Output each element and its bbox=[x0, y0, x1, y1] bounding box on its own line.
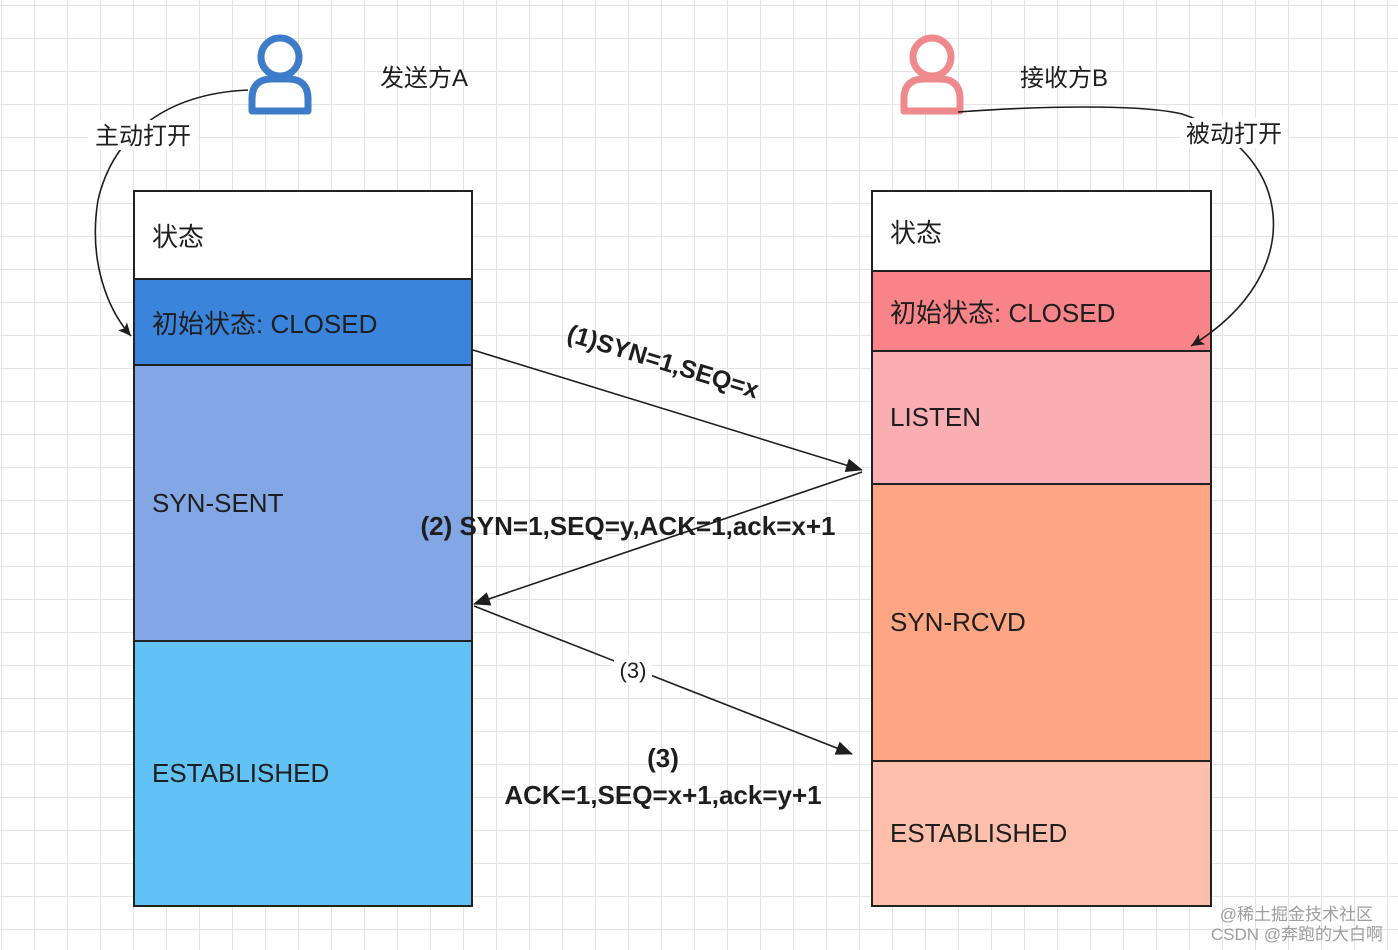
ack-step-detail: ACK=1,SEQ=x+1,ack=y+1 bbox=[504, 780, 821, 810]
syn-arrow-label: (1)SYN=1,SEQ=x bbox=[564, 320, 762, 405]
ack-arrow bbox=[473, 605, 853, 755]
sender-user-icon-body bbox=[248, 75, 312, 115]
receiver-state-established-label: ESTABLISHED bbox=[890, 818, 1068, 848]
watermark-line2: CSDN @奔跑的大白啊 bbox=[1211, 925, 1383, 944]
watermark-line1: @稀土掘金技术社区 bbox=[1220, 905, 1373, 924]
receiver-state-header: 状态 bbox=[873, 192, 1210, 270]
sender-state-header: 状态 bbox=[135, 192, 471, 278]
syn-ack-arrow bbox=[473, 471, 863, 606]
active-open-arrow bbox=[94, 89, 249, 337]
active-open-label: 主动打开 bbox=[95, 123, 191, 150]
receiver-user-icon-head bbox=[909, 34, 955, 80]
receiver-state-syn-rcvd: SYN-RCVD bbox=[873, 483, 1210, 760]
receiver-state-syn-rcvd-label: SYN-RCVD bbox=[890, 607, 1026, 637]
receiver-state-closed-label: 初始状态: CLOSED bbox=[890, 297, 1116, 328]
receiver-state-header-label: 状态 bbox=[890, 217, 943, 248]
syn-arrow bbox=[472, 349, 863, 472]
ack-step-title: (3) bbox=[647, 743, 679, 773]
sender-user-icon-head bbox=[257, 34, 303, 80]
sender-user-icon bbox=[248, 34, 312, 115]
active-open-label-bg bbox=[88, 120, 198, 150]
ack-arrow-tag: (3) bbox=[620, 658, 647, 683]
sender-state-syn-sent: SYN-SENT bbox=[135, 364, 471, 640]
sender-state-closed-label: 初始状态: CLOSED bbox=[152, 308, 378, 339]
sender-state-header-label: 状态 bbox=[152, 221, 205, 252]
sender-label: 发送方A bbox=[380, 65, 468, 92]
receiver-state-listen-label: LISTEN bbox=[890, 402, 982, 432]
receiver-label: 接收方B bbox=[1020, 65, 1108, 92]
receiver-state-column: 状态 初始状态: CLOSED LISTEN SYN-RCVD ESTABLIS… bbox=[871, 190, 1212, 907]
sender-state-established: ESTABLISHED bbox=[135, 640, 471, 905]
sender-state-closed: 初始状态: CLOSED bbox=[135, 278, 471, 364]
syn-ack-arrow-label: (2) SYN=1,SEQ=y,ACK=1,ack=x+1 bbox=[420, 511, 835, 541]
ack-arrow-tag-bg bbox=[614, 655, 652, 685]
sender-state-syn-sent-label: SYN-SENT bbox=[152, 487, 284, 518]
sender-state-column: 状态 初始状态: CLOSED SYN-SENT ESTABLISHED bbox=[133, 190, 473, 907]
receiver-user-icon bbox=[900, 34, 964, 115]
passive-open-label: 被动打开 bbox=[1186, 121, 1282, 148]
sender-state-established-label: ESTABLISHED bbox=[152, 758, 330, 788]
receiver-state-closed: 初始状态: CLOSED bbox=[873, 270, 1210, 350]
receiver-state-established: ESTABLISHED bbox=[873, 760, 1210, 905]
passive-open-label-bg bbox=[1180, 118, 1288, 148]
receiver-user-icon-body bbox=[900, 75, 964, 115]
receiver-state-listen: LISTEN bbox=[873, 350, 1210, 483]
